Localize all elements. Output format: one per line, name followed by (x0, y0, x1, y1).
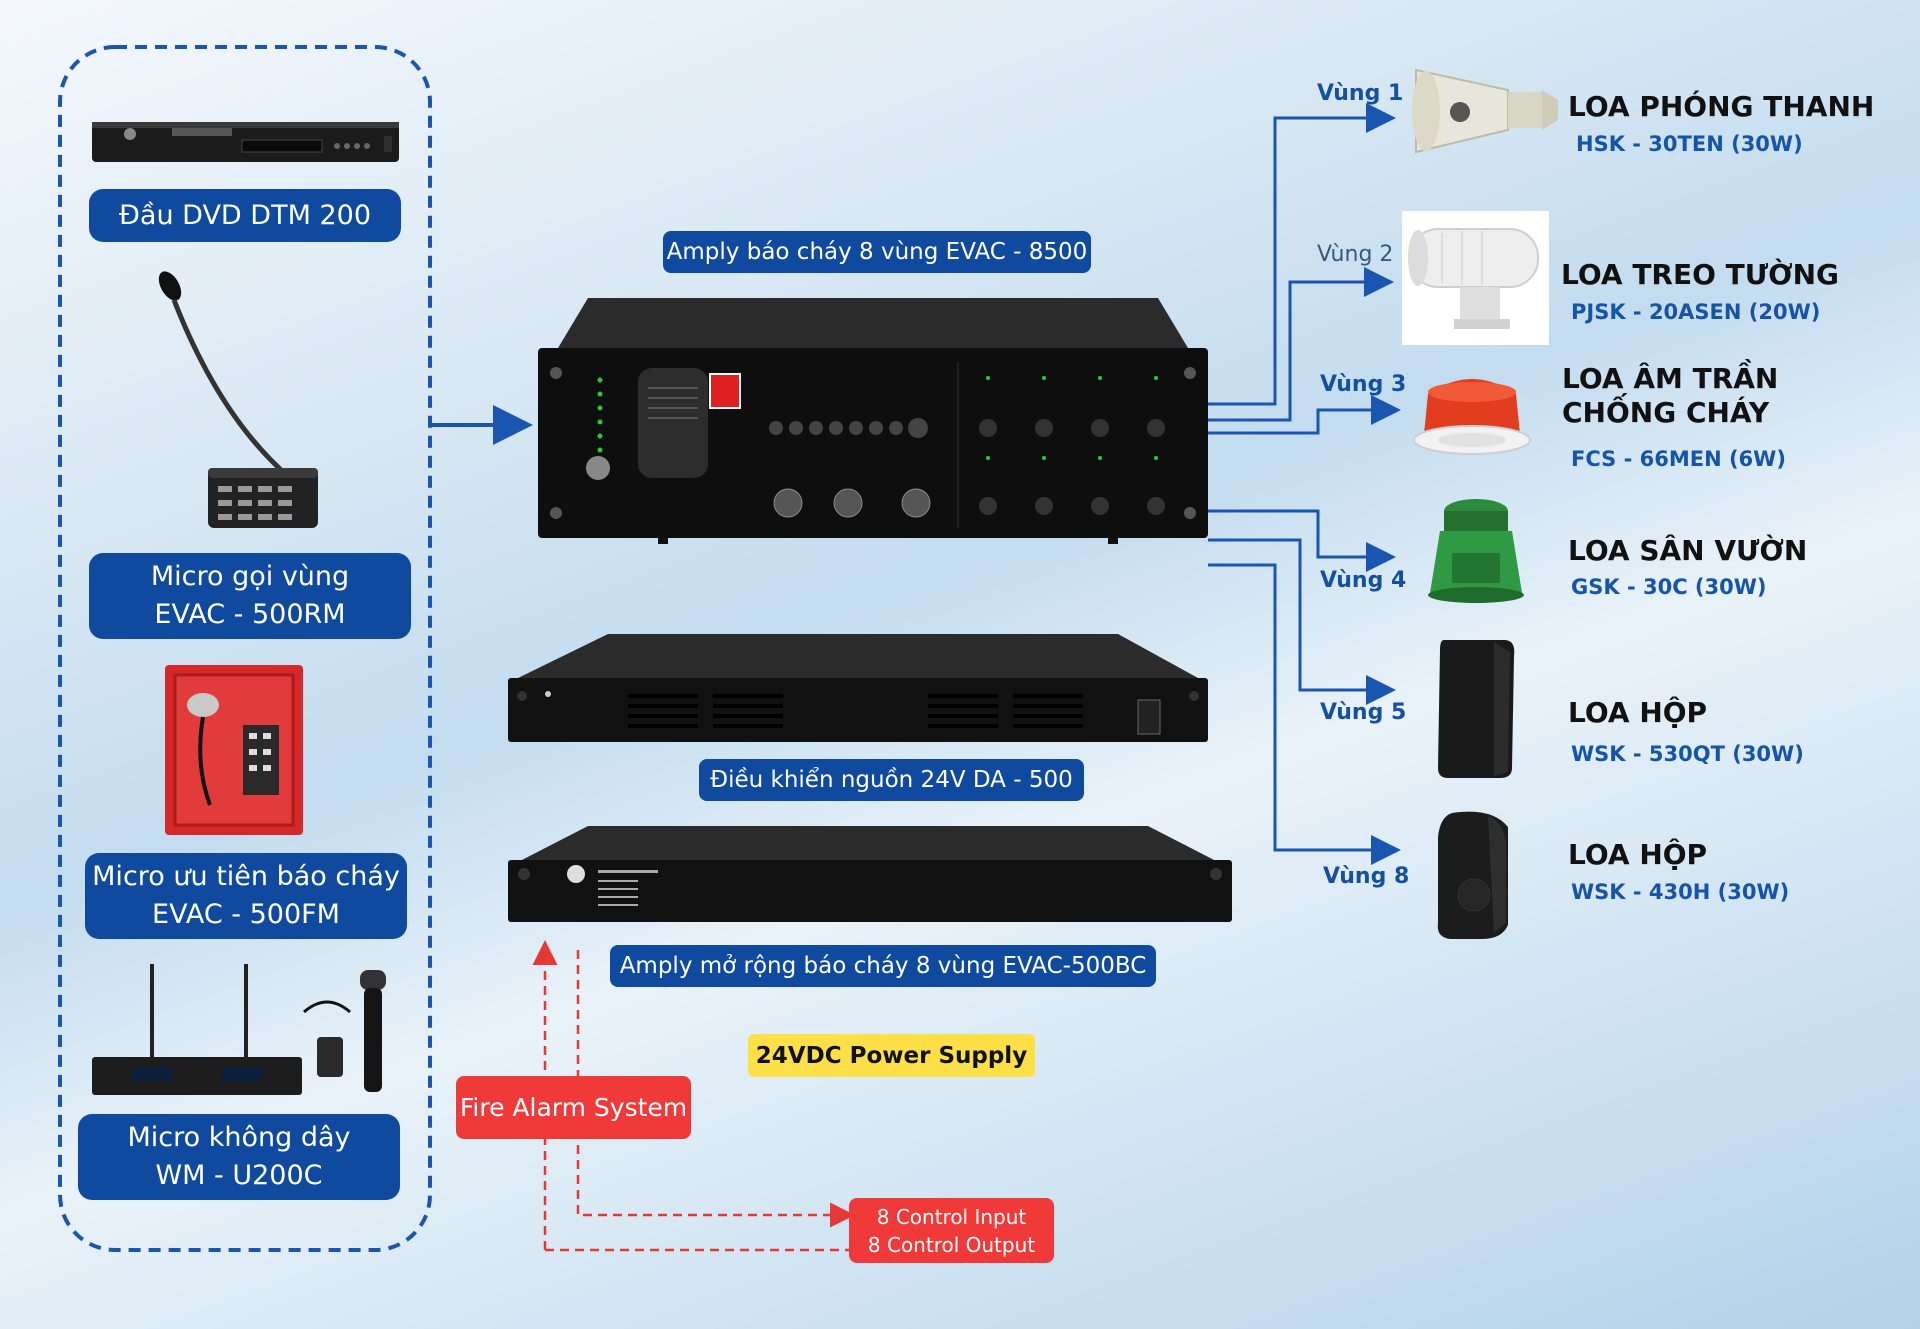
wire-zone-1 (1208, 103, 1396, 406)
speaker-model-6: WSK - 430H (30W) (1571, 880, 1790, 904)
speaker-name-2: LOA TREO TƯỜNG (1561, 258, 1840, 291)
zone-label-8: Vùng 8 (1323, 864, 1410, 889)
power-supply-label: 24VDC Power Supply (748, 1034, 1035, 1077)
power-controller-label: Điều khiển nguồn 24V DA - 500 (699, 759, 1084, 801)
speaker-name-1: LOA PHÓNG THANH (1568, 90, 1875, 123)
zone-label-3: Vùng 3 (1320, 372, 1407, 397)
main-amp-label: Amply báo cháy 8 vùng EVAC - 8500 (663, 231, 1091, 273)
speaker-name-3: LOA ÂM TRẦN CHỐNG CHÁY (1562, 362, 1779, 429)
source-label-paging-mic: Micro gọi vùng EVAC - 500RM (89, 553, 411, 639)
wire-zone-3 (1208, 395, 1401, 435)
zone-label-5: Vùng 5 (1320, 700, 1407, 725)
wire-zone-5 (1208, 538, 1396, 705)
control-io-box: 8 Control Input 8 Control Output (849, 1198, 1054, 1263)
power-controller-image (508, 634, 1208, 746)
dvd-player-image (92, 114, 399, 164)
wire-zone-4 (1208, 509, 1396, 572)
speaker-model-2: PJSK - 20ASEN (20W) (1571, 300, 1821, 324)
speaker-model-4: GSK - 30C (30W) (1571, 575, 1767, 599)
fire-microphone-box-image (165, 665, 303, 835)
paging-microphone-image (150, 268, 320, 532)
ceiling-speaker-image (1410, 364, 1535, 464)
speaker-name-6: LOA HỘP (1568, 838, 1708, 871)
source-group-border (58, 45, 432, 1252)
wireless-microphone-image (92, 962, 402, 1097)
horn-speaker-image (1408, 60, 1563, 160)
speaker-model-5: WSK - 530QT (30W) (1571, 742, 1804, 766)
wire-zone-8 (1208, 563, 1401, 865)
source-label-wireless-mic: Micro không dây WM - U200C (78, 1114, 400, 1200)
expansion-amp-label: Amply mở rộng báo cháy 8 vùng EVAC-500BC (610, 945, 1156, 987)
speaker-model-1: HSK - 30TEN (30W) (1576, 132, 1803, 156)
speaker-name-4: LOA SÂN VƯỜN (1568, 534, 1808, 567)
speaker-model-3: FCS - 66MEN (6W) (1571, 447, 1786, 471)
source-label-dvd: Đầu DVD DTM 200 (89, 189, 401, 242)
main-amplifier-image (538, 298, 1208, 546)
zone-label-2: Vùng 2 (1317, 242, 1394, 267)
box-speaker-530qt-image (1434, 636, 1518, 780)
garden-speaker-image (1426, 497, 1526, 605)
wire-zone-2 (1208, 267, 1394, 422)
wall-speaker-image (1402, 211, 1549, 345)
zone-label-4: Vùng 4 (1320, 568, 1407, 593)
expansion-amplifier-image (508, 826, 1232, 926)
zone-label-1: Vùng 1 (1317, 81, 1404, 106)
fire-alarm-system-box: Fire Alarm System (456, 1076, 691, 1139)
speaker-name-5: LOA HỘP (1568, 696, 1708, 729)
box-speaker-430h-image (1432, 807, 1516, 941)
source-label-fire-mic: Micro ưu tiên báo cháy EVAC - 500FM (85, 853, 407, 939)
